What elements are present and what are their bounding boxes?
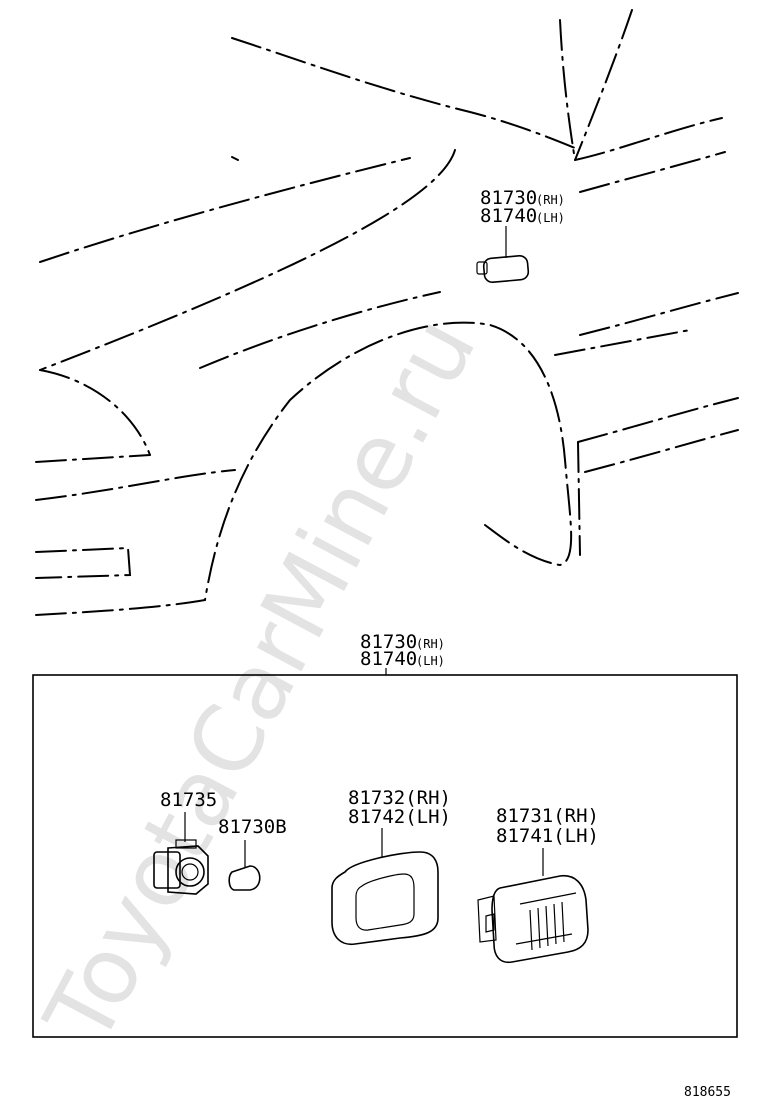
part-number: 81730	[360, 631, 417, 653]
assembly-box	[32, 674, 738, 1038]
part-number: 81730B	[218, 816, 287, 838]
car-fender-outline	[35, 9, 739, 616]
bulb-part: 81730B	[218, 816, 287, 891]
gasket-part: 81732(RH) 81742(LH)	[331, 787, 451, 946]
part-number: 81735	[160, 789, 217, 811]
side-suffix: (LH)	[536, 211, 565, 225]
part-number: 81730	[480, 187, 537, 209]
watermark-text: ToyotaCarMine.ru	[24, 300, 496, 1061]
lens-part: 81731(RH) 81741(LH)	[477, 805, 599, 964]
socket-part: 81735	[153, 789, 217, 895]
side-suffix: (LH)	[416, 654, 445, 668]
side-suffix: (RH)	[536, 193, 565, 207]
callout-car-marker: 81730 (RH) 81740 (LH)	[480, 187, 565, 227]
part-number: 81740	[360, 648, 417, 670]
side-marker-on-car	[476, 226, 530, 284]
side-suffix: (RH)	[416, 637, 445, 651]
diagram-number: 818655	[684, 1085, 731, 1100]
callout-assembly: 81730 (RH) 81740 (LH)	[360, 631, 445, 675]
part-number: 81740	[480, 205, 537, 227]
part-number-line: 81741(LH)	[496, 825, 599, 847]
part-number-line: 81731(RH)	[496, 805, 599, 827]
part-number-line: 81742(LH)	[348, 806, 451, 828]
part-number-line: 81732(RH)	[348, 787, 451, 809]
